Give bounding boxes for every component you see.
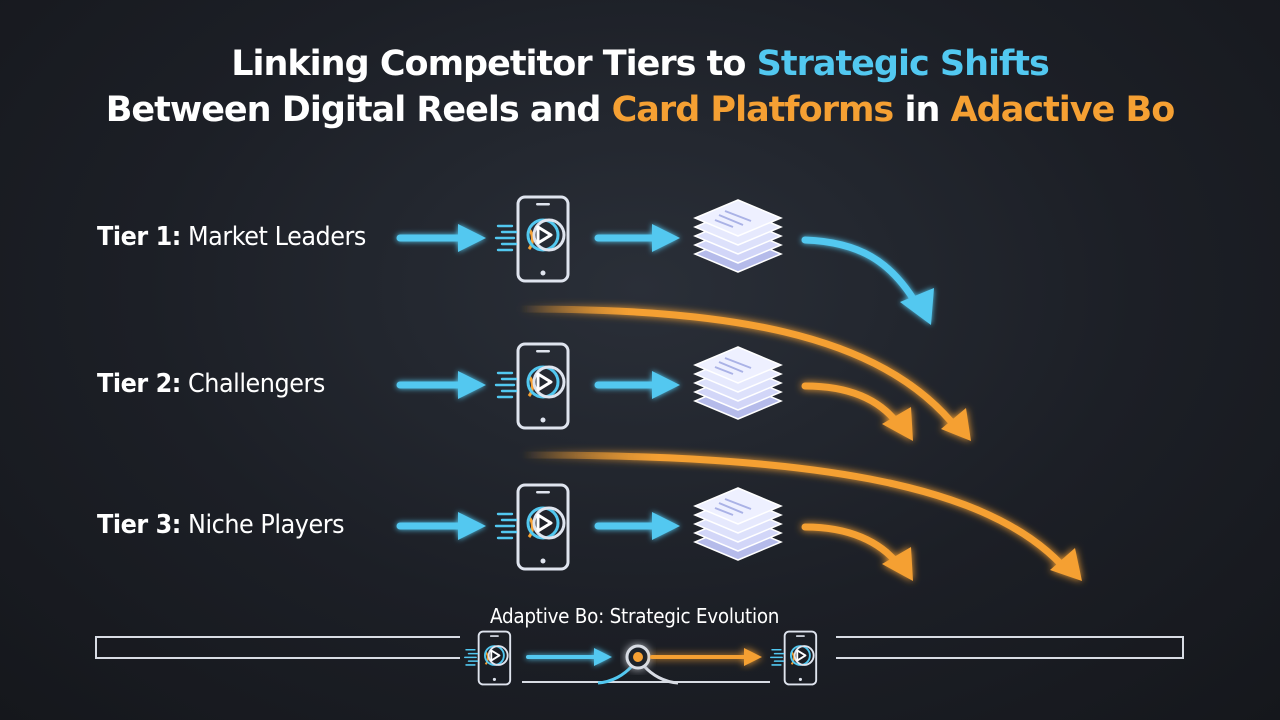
tier-name: Market Leaders xyxy=(188,222,366,252)
curved-arrow-orange-icon xyxy=(801,523,913,581)
evolution-track xyxy=(95,636,1184,683)
card-stack-icon xyxy=(694,487,782,561)
card-stack-icon xyxy=(694,346,782,420)
smartphone-play-icon xyxy=(494,342,570,430)
arrow-right-icon xyxy=(396,224,486,252)
tier-prefix: Tier 3: xyxy=(97,510,181,540)
curved-arrow-down-icon xyxy=(801,236,934,325)
smartphone-play-icon xyxy=(769,630,818,686)
curved-arrow-orange-icon xyxy=(801,382,913,441)
tier-name: Niche Players xyxy=(188,510,345,540)
tier-name: Challengers xyxy=(188,369,325,399)
tier-label-1: Tier 1: Market Leaders xyxy=(97,222,366,252)
tier-label-3: Tier 3: Niche Players xyxy=(97,510,345,540)
title-text: Linking Competitor Tiers to xyxy=(231,44,757,84)
arrow-right-icon xyxy=(594,512,680,540)
smartphone-play-icon xyxy=(463,630,512,686)
page-title-line-2: Between Digital Reels and Card Platforms… xyxy=(0,90,1280,130)
evolution-title: Adaptive Bo: Strategic Evolution xyxy=(490,604,780,628)
card-stack-icon xyxy=(694,199,782,273)
tier-label-2: Tier 2: Challengers xyxy=(97,369,325,399)
title-highlight-adactive-bo: Adactive Bo xyxy=(950,90,1176,130)
arrow-right-icon xyxy=(396,512,486,540)
tier-prefix: Tier 1: xyxy=(97,222,181,252)
arrow-right-icon xyxy=(526,648,612,666)
shift-curve-tier1-to-tier2 xyxy=(516,305,971,441)
title-text: in xyxy=(893,90,951,130)
smartphone-play-icon xyxy=(494,195,570,283)
tier-prefix: Tier 2: xyxy=(97,369,181,399)
arrow-right-icon xyxy=(594,371,680,399)
title-text: Between Digital Reels and xyxy=(105,90,612,130)
arrow-right-icon xyxy=(396,371,486,399)
pivot-node-icon xyxy=(597,644,679,685)
shift-curve-tier2-to-tier3 xyxy=(518,451,1082,581)
title-highlight-strategic-shifts: Strategic Shifts xyxy=(756,44,1050,84)
arrow-right-icon xyxy=(594,224,680,252)
title-highlight-card-platforms: Card Platforms xyxy=(611,90,895,130)
smartphone-play-icon xyxy=(494,483,570,571)
arrow-right-orange-icon xyxy=(650,648,762,666)
page-title-line-1: Linking Competitor Tiers to Strategic Sh… xyxy=(0,44,1280,84)
